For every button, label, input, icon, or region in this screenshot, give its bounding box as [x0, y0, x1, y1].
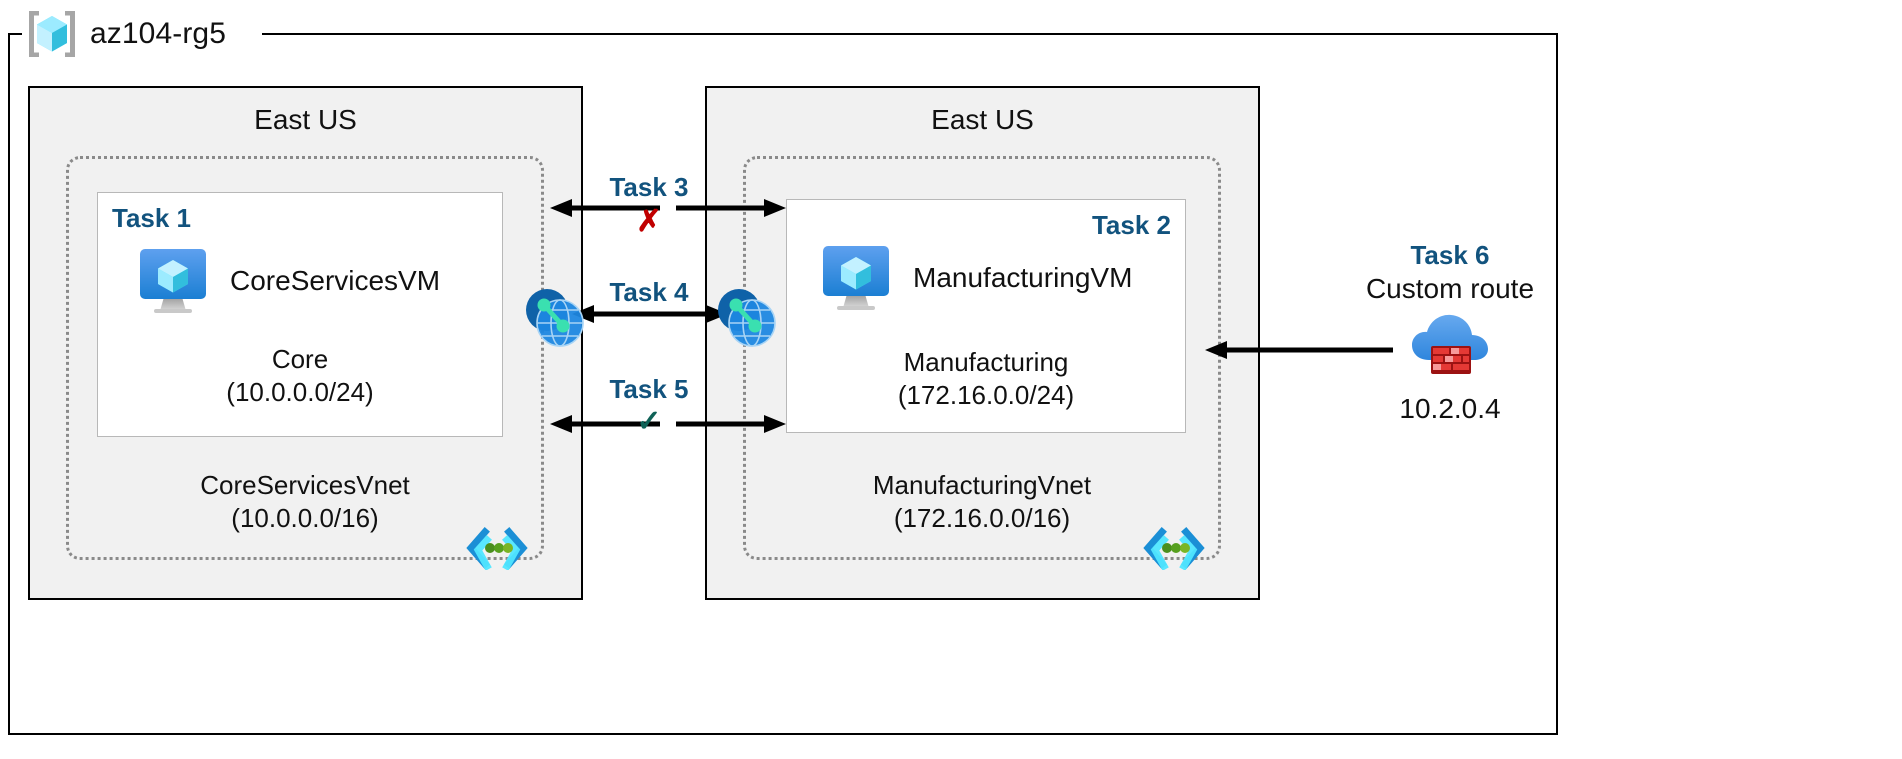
vnet-label-coreservices: CoreServicesVnet (10.0.0.0/16) [69, 469, 541, 536]
vnet-box-manufacturing: ManufacturingVnet (172.16.0.0/16) [743, 156, 1221, 560]
connector-mark-task3-fail: ✗ [636, 205, 662, 238]
vnet-cidr-manufacturing: (172.16.0.0/16) [893, 503, 1071, 534]
vm-name-manufacturing: ManufacturingVM [913, 262, 1133, 293]
task6-subtitle: Custom route [1365, 273, 1535, 305]
subnet-brackets-icon [1143, 526, 1205, 571]
connector-arrow-task5 [550, 415, 786, 433]
resource-group-frame [8, 33, 1558, 735]
virtual-machine-icon [817, 242, 895, 314]
subnet-box-core: Task 1 [97, 192, 503, 437]
resource-group-title: az104-rg5 [24, 8, 226, 60]
vm-row-coreservices: CoreServicesVM [134, 245, 440, 317]
vnet-peering-icon [712, 283, 780, 351]
task-badge-2: Task 2 [1091, 210, 1171, 240]
subnet-name-manufacturing: Manufacturing [903, 347, 1069, 377]
vnet-name-coreservices: CoreServicesVnet [200, 470, 410, 500]
connector-label-task3: Task 3 [609, 172, 689, 202]
connector-arrow-task6 [1205, 341, 1393, 359]
subnet-cidr-manufacturing: (172.16.0.0/24) [897, 380, 1075, 411]
task-badge-6: Task 6 [1410, 240, 1490, 270]
vm-name-coreservices: CoreServicesVM [230, 265, 441, 296]
region-label-left: East US [254, 104, 357, 135]
connector-arrow-task3 [550, 199, 786, 217]
vnet-name-manufacturing: ManufacturingVnet [872, 470, 1092, 500]
subnet-name-core: Core [271, 344, 329, 374]
task-badge-1: Task 1 [112, 203, 192, 233]
subnet-label-manufacturing: Manufacturing (172.16.0.0/24) [787, 346, 1185, 413]
region-label-right: East US [931, 104, 1034, 135]
azure-resource-group-icon [24, 8, 80, 60]
resource-group-name: az104-rg5 [90, 17, 226, 50]
connector-mark-task5-pass: ✓ [636, 405, 662, 438]
vnet-box-coreservices: CoreServicesVnet (10.0.0.0/16) [66, 156, 544, 560]
connector-label-task4: Task 4 [609, 277, 689, 307]
subnet-brackets-icon [466, 526, 528, 571]
vnet-cidr-coreservices: (10.0.0.0/16) [231, 503, 379, 534]
vm-row-manufacturing: ManufacturingVM [817, 242, 1132, 314]
subnet-label-core: Core (10.0.0.0/24) [98, 343, 502, 410]
vnet-label-manufacturing: ManufacturingVnet (172.16.0.0/16) [746, 469, 1218, 536]
vnet-peering-icon [520, 283, 588, 351]
connector-arrow-task4 [572, 305, 728, 323]
subnet-box-manufacturing: Task 2 [786, 199, 1186, 433]
virtual-machine-icon [134, 245, 212, 317]
task6-group: Task 6 Custom route [1300, 240, 1600, 425]
subnet-cidr-core: (10.0.0.0/24) [226, 377, 374, 408]
connector-label-task5: Task 5 [609, 374, 689, 404]
firewall-cloud-icon [1407, 314, 1493, 384]
task6-ip-address: 10.2.0.4 [1399, 392, 1501, 424]
